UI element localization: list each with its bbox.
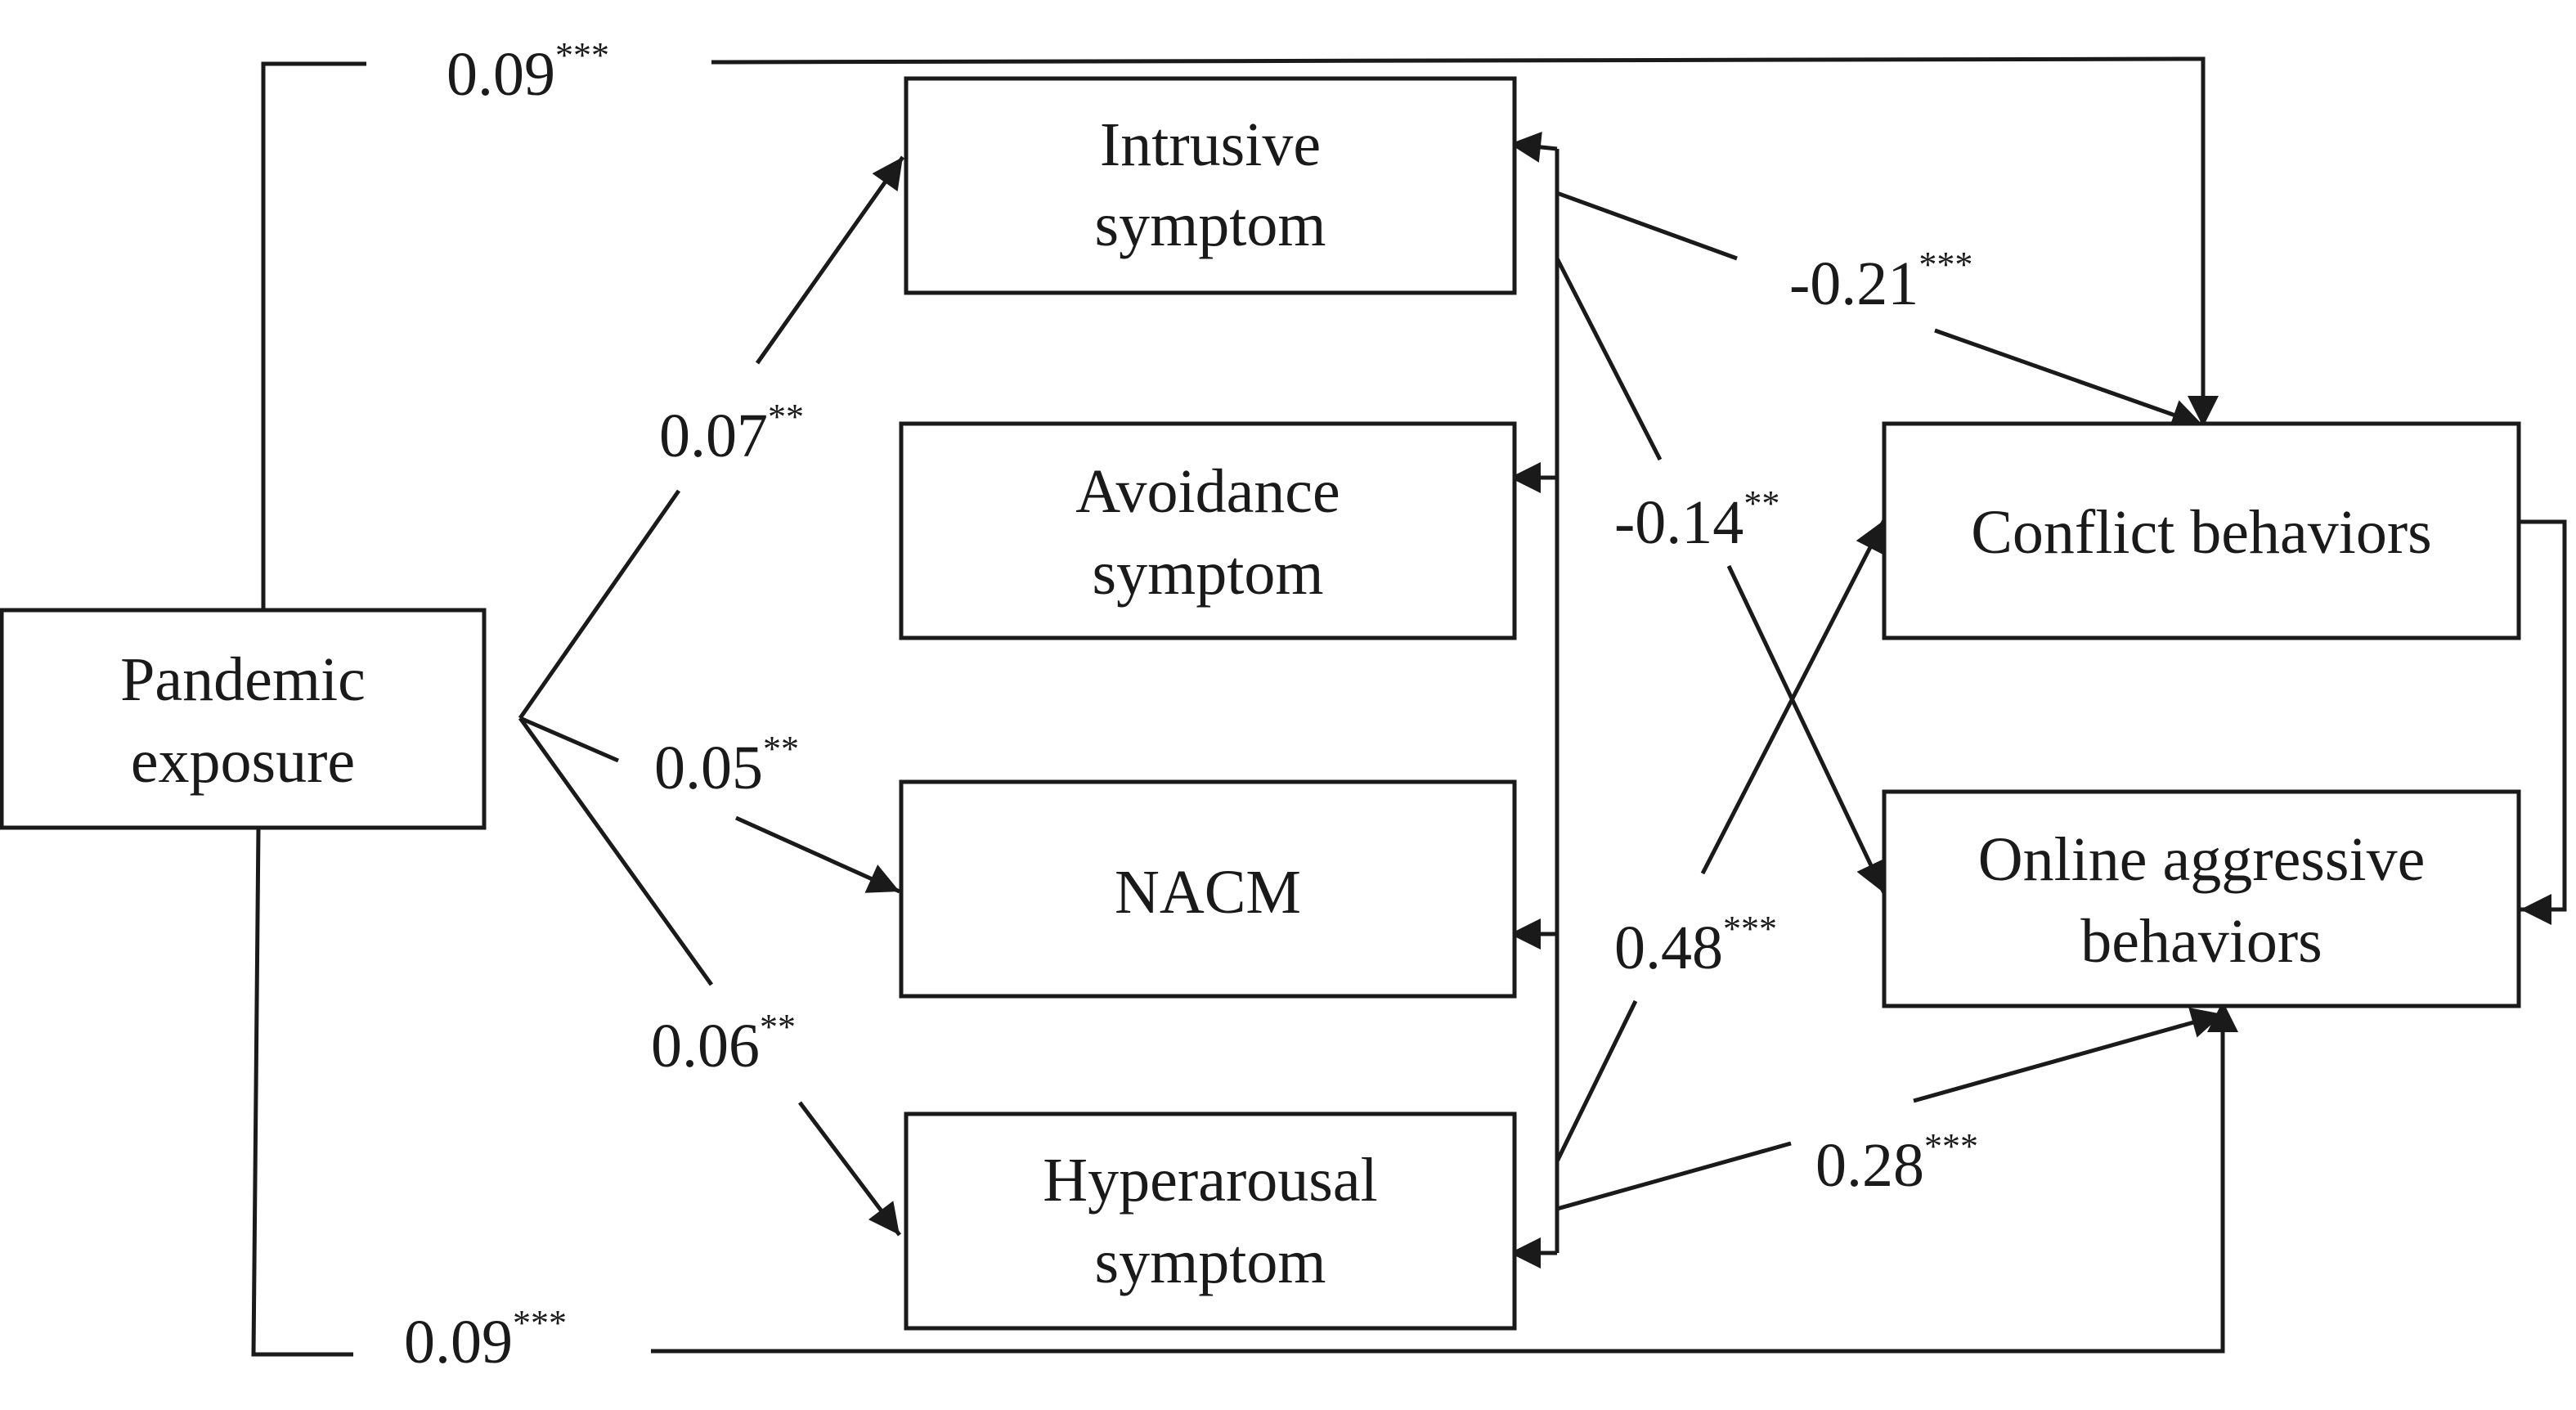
edge-pandemic-to-online-bottom: [651, 1001, 2238, 1354]
node-online-line1: Online aggressive: [1978, 825, 2426, 894]
node-pandemic-line2: exposure: [131, 727, 355, 796]
edge-pandemic-to-conflict: [261, 61, 366, 612]
node-intrusive-line2: symptom: [1095, 191, 1326, 259]
edge-pandemic-to-conflict-top: [711, 56, 2219, 427]
edge-intrusive-to-conflict-b: [1934, 328, 2204, 430]
edge-intrusive-to-online-b: [1726, 564, 1887, 895]
coef-hyperarousal-to-conflict: 0.48***: [1614, 909, 1777, 982]
node-intrusive-symptom: Intrusive symptom: [904, 76, 1517, 295]
edge-hyper-to-conflict-b: [1700, 519, 1887, 875]
node-nacm: NACM: [899, 779, 1517, 999]
node-hyperarousal-line1: Hyperarousal: [1043, 1146, 1377, 1215]
node-intrusive-line1: Intrusive: [1100, 110, 1321, 179]
edge-intrusive-to-conflict-a: [1556, 191, 1738, 261]
coef-hyperarousal-to-online: 0.28***: [1815, 1126, 1978, 1200]
node-online-aggressive-behaviors: Online aggressive behaviors: [1882, 789, 2521, 1008]
edge-pandemic-to-intrusive-a: [518, 489, 681, 720]
edge-pandemic-to-online: [251, 827, 353, 1357]
edge-hyper-to-online-b: [1913, 1007, 2224, 1103]
node-avoidance-line1: Avoidance: [1075, 457, 1340, 526]
edge-hyper-to-conflict-a: [1555, 999, 1638, 1163]
edge-intrusive-to-online-a: [1555, 257, 1663, 461]
edge-pandemic-to-hyper-a: [518, 716, 714, 986]
coef-pandemic-to-intrusive: 0.07**: [659, 397, 804, 470]
coef-intrusive-to-online: -0.14**: [1614, 483, 1779, 557]
coef-pandemic-to-nacm: 0.05**: [654, 729, 799, 802]
node-avoidance-line2: symptom: [1093, 539, 1324, 608]
edge-pandemic-to-nacm-a: [519, 716, 619, 763]
edges: [251, 56, 2567, 1357]
coef-pandemic-to-online: 0.09***: [404, 1303, 567, 1376]
edge-hyper-to-online-a: [1556, 1141, 1792, 1211]
coef-pandemic-to-hyperarousal: 0.06**: [651, 1007, 796, 1080]
covariance-conflict-online: [2489, 506, 2567, 925]
coefficients: 0.09*** 0.09*** 0.07** 0.05** 0.06** -0.…: [404, 35, 1978, 1376]
coef-intrusive-to-conflict: -0.21***: [1789, 245, 1972, 318]
node-hyperarousal-symptom: Hyperarousal symptom: [904, 1111, 1517, 1331]
edge-pandemic-to-intrusive-b: [755, 155, 905, 365]
node-avoidance-symptom: Avoidance symptom: [899, 421, 1517, 640]
bracket-to-intrusive: [1509, 132, 1558, 163]
node-nacm-line1: NACM: [1115, 858, 1301, 927]
node-pandemic-exposure: Pandemic exposure: [0, 608, 487, 830]
nodes: Pandemic exposure Intrusive symptom Avoi…: [0, 76, 2521, 1331]
node-hyperarousal-line2: symptom: [1095, 1228, 1326, 1296]
edge-pandemic-to-nacm-b: [734, 815, 901, 894]
node-conflict-behaviors: Conflict behaviors: [1882, 421, 2521, 640]
coef-pandemic-to-conflict: 0.09***: [447, 35, 609, 109]
node-pandemic-line1: Pandemic: [120, 645, 366, 714]
edge-pandemic-to-hyper-b: [798, 1101, 901, 1237]
node-online-line2: behaviors: [2080, 907, 2322, 976]
node-conflict-line1: Conflict behaviors: [1971, 498, 2432, 567]
